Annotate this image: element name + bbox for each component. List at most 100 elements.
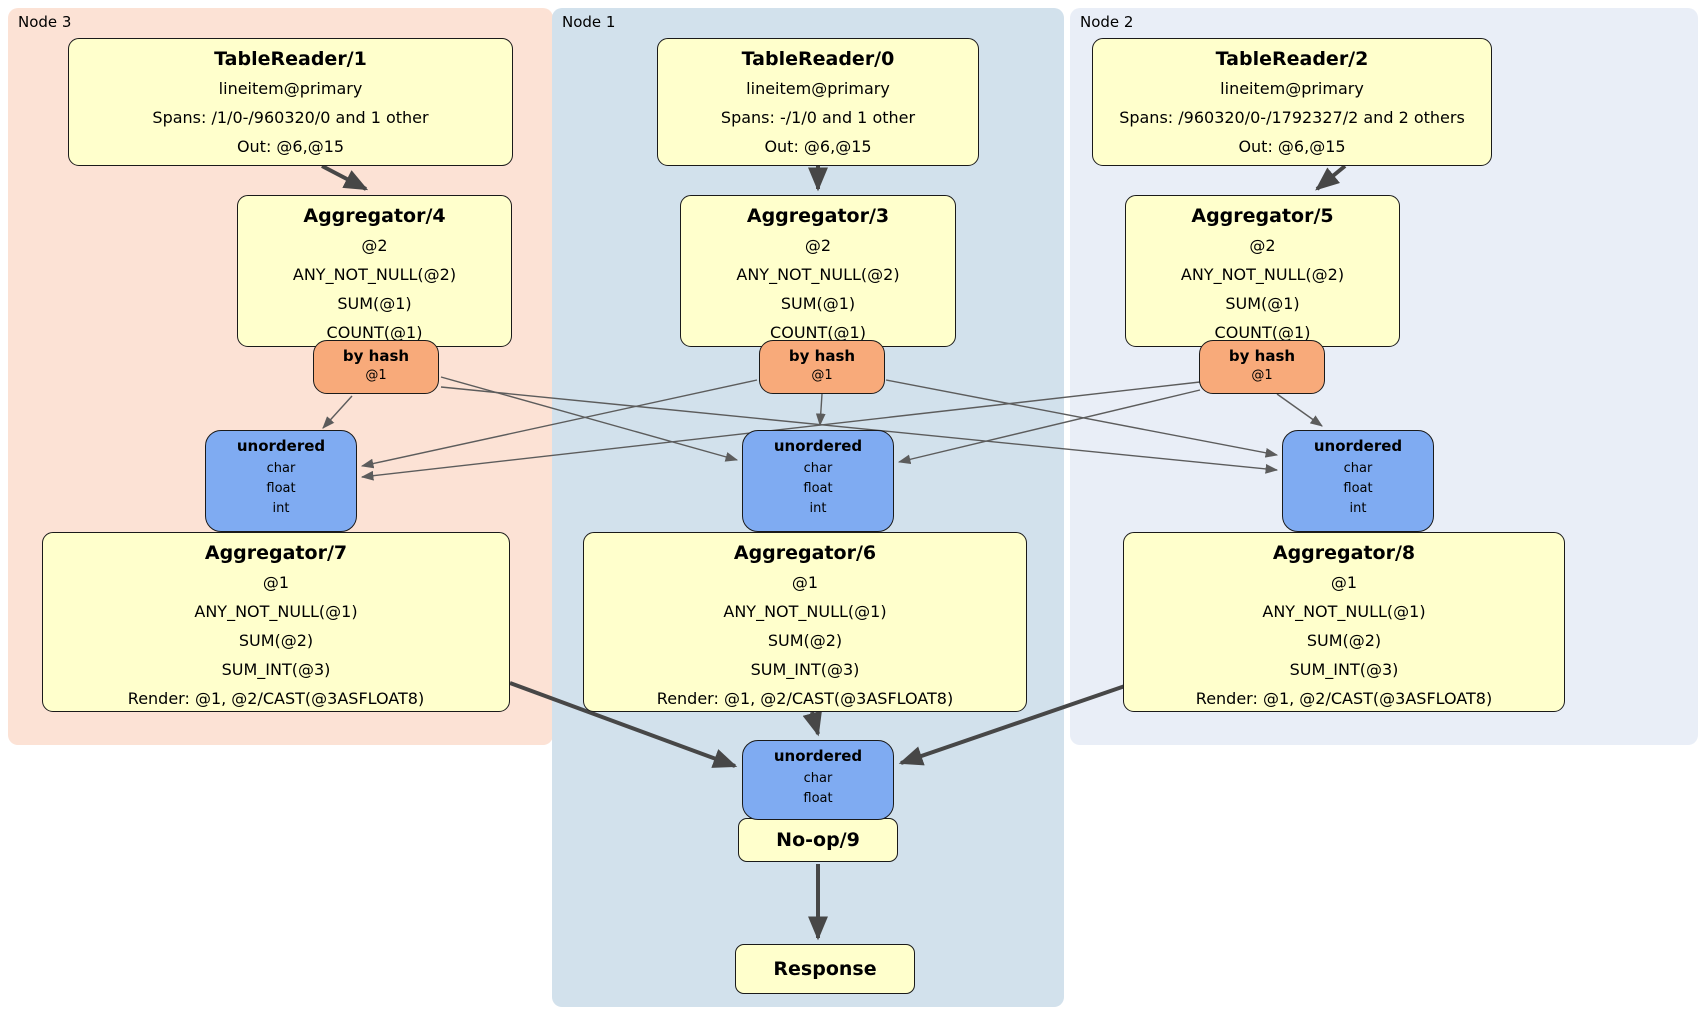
edge-hashc-unr <box>885 379 1279 458</box>
box-line: ANY_NOT_NULL(@2) <box>736 265 900 284</box>
box-title: TableReader/0 <box>741 48 895 70</box>
box-line: Out: @6,@15 <box>236 137 345 156</box>
box-line: ANY_NOT_NULL(@1) <box>1262 602 1426 621</box>
box-line: SUM(@2) <box>238 631 314 650</box>
box-line: ANY_NOT_NULL(@2) <box>1180 265 1345 284</box>
sync-type: char <box>266 461 296 476</box>
sync-type: char <box>803 771 833 786</box>
box-title: TableReader/2 <box>1215 48 1369 70</box>
sync-unordered-final: unordered char float <box>742 740 894 820</box>
sync-title: unordered <box>1313 437 1403 455</box>
router-title: by hash <box>342 347 410 365</box>
sync-type: float <box>1343 481 1373 496</box>
box-line: Out: @6,@15 <box>1238 137 1346 156</box>
router-key: @1 <box>811 368 833 383</box>
sync-title: unordered <box>773 747 863 765</box>
edge-tr1-agg4 <box>321 164 369 191</box>
box-line: @1 <box>791 573 819 592</box>
box-title: Aggregator/7 <box>204 542 348 564</box>
box-line: SUM(@1) <box>780 294 856 313</box>
box-title: Response <box>773 958 877 980</box>
aggregator-5-box: Aggregator/5 @2 ANY_NOT_NULL(@2) SUM(@1)… <box>1125 195 1400 347</box>
box-line: SUM_INT(@3) <box>750 660 860 679</box>
router-title: by hash <box>1228 347 1296 365</box>
box-line: @2 <box>804 236 832 255</box>
node3-label: Node 3 <box>18 13 72 31</box>
sync-title: unordered <box>773 437 863 455</box>
sync-type: int <box>809 501 827 516</box>
box-line: Spans: /1/0-/960320/0 and 1 other <box>152 108 429 127</box>
box-title: Aggregator/5 <box>1191 205 1334 227</box>
aggregator-4-box: Aggregator/4 @2 ANY_NOT_NULL(@2) SUM(@1)… <box>237 195 512 347</box>
box-title: Aggregator/6 <box>733 542 877 564</box>
aggregator-3-box: Aggregator/3 @2 ANY_NOT_NULL(@2) SUM(@1)… <box>680 195 956 347</box>
sync-type: char <box>803 461 833 476</box>
router-title: by hash <box>788 347 856 365</box>
box-line: Out: @6,@15 <box>764 137 872 156</box>
edge-agg6-unordered <box>802 710 822 737</box>
box-line: @1 <box>1330 573 1358 592</box>
box-line: @1 <box>262 573 290 592</box>
sync-type: char <box>1343 461 1373 476</box>
edge-hashl-unr <box>440 386 1279 474</box>
box-line: Spans: -/1/0 and 1 other <box>720 108 916 127</box>
box-line: lineitem@primary <box>1220 79 1364 98</box>
edge-hashc-unc <box>815 393 826 427</box>
router-by-hash-left: by hash @1 <box>313 340 439 394</box>
box-line: lineitem@primary <box>218 79 363 98</box>
box-line: SUM(@2) <box>767 631 843 650</box>
edge-tr2-agg5 <box>1315 164 1347 191</box>
box-title: Aggregator/8 <box>1272 542 1416 564</box>
box-line: ANY_NOT_NULL(@1) <box>723 602 887 621</box>
tablereader-1-box: TableReader/1 lineitem@primary Spans: /1… <box>68 38 513 166</box>
box-line: @2 <box>1249 236 1276 255</box>
box-title: TableReader/1 <box>214 48 367 70</box>
tablereader-0-box: TableReader/0 lineitem@primary Spans: -/… <box>657 38 979 166</box>
sync-unordered-left: unordered char float int <box>205 430 357 532</box>
router-key: @1 <box>1251 368 1273 383</box>
router-by-hash-center: by hash @1 <box>759 340 885 394</box>
aggregator-6-box: Aggregator/6 @1 ANY_NOT_NULL(@1) SUM(@2)… <box>583 532 1027 712</box>
sync-type: float <box>803 791 833 806</box>
box-line: COUNT(@1) <box>1214 323 1311 342</box>
box-line: lineitem@primary <box>746 79 890 98</box>
sync-unordered-center: unordered char float int <box>742 430 894 532</box>
edge-hashr-unl <box>360 381 1201 481</box>
edge-agg8-unordered <box>898 684 1126 766</box>
node1-label: Node 1 <box>562 13 616 31</box>
router-key: @1 <box>365 368 387 383</box>
box-line: SUM(@1) <box>337 294 412 313</box>
box-title: Aggregator/3 <box>746 205 890 227</box>
box-title: Aggregator/4 <box>303 205 446 227</box>
response-box: Response <box>735 944 915 994</box>
sync-type: int <box>1349 501 1367 516</box>
sync-title: unordered <box>236 437 326 455</box>
noop-9-box: No-op/9 <box>738 818 898 862</box>
edge-hashc-unl <box>360 379 758 469</box>
box-title: No-op/9 <box>776 829 860 851</box>
edge-hashl-unc <box>440 376 739 462</box>
node2-label: Node 2 <box>1080 13 1134 31</box>
box-line: ANY_NOT_NULL(@1) <box>194 602 358 621</box>
box-line: Render: @1, @2/CAST(@3ASFLOAT8) <box>656 689 954 708</box>
edge-hashl-unl <box>322 395 353 429</box>
edge-hashr-unr <box>1276 393 1323 427</box>
box-line: SUM_INT(@3) <box>1289 660 1399 679</box>
sync-type: int <box>272 501 290 516</box>
box-line: SUM_INT(@3) <box>221 660 331 679</box>
tablereader-2-box: TableReader/2 lineitem@primary Spans: /9… <box>1092 38 1492 166</box>
box-line: SUM(@1) <box>1225 294 1300 313</box>
box-line: Render: @1, @2/CAST(@3ASFLOAT8) <box>127 689 425 708</box>
aggregator-7-box: Aggregator/7 @1 ANY_NOT_NULL(@1) SUM(@2)… <box>42 532 510 712</box>
edge-hashr-unc <box>897 389 1201 465</box>
router-by-hash-right: by hash @1 <box>1199 340 1325 394</box>
box-line: ANY_NOT_NULL(@2) <box>292 265 457 284</box>
aggregator-8-box: Aggregator/8 @1 ANY_NOT_NULL(@1) SUM(@2)… <box>1123 532 1565 712</box>
box-line: COUNT(@1) <box>770 323 866 342</box>
box-line: Spans: /960320/0-/1792327/2 and 2 others <box>1119 108 1465 127</box>
box-line: COUNT(@1) <box>326 323 423 342</box>
sync-type: float <box>266 481 296 496</box>
edge-agg7-unordered <box>509 681 738 768</box>
